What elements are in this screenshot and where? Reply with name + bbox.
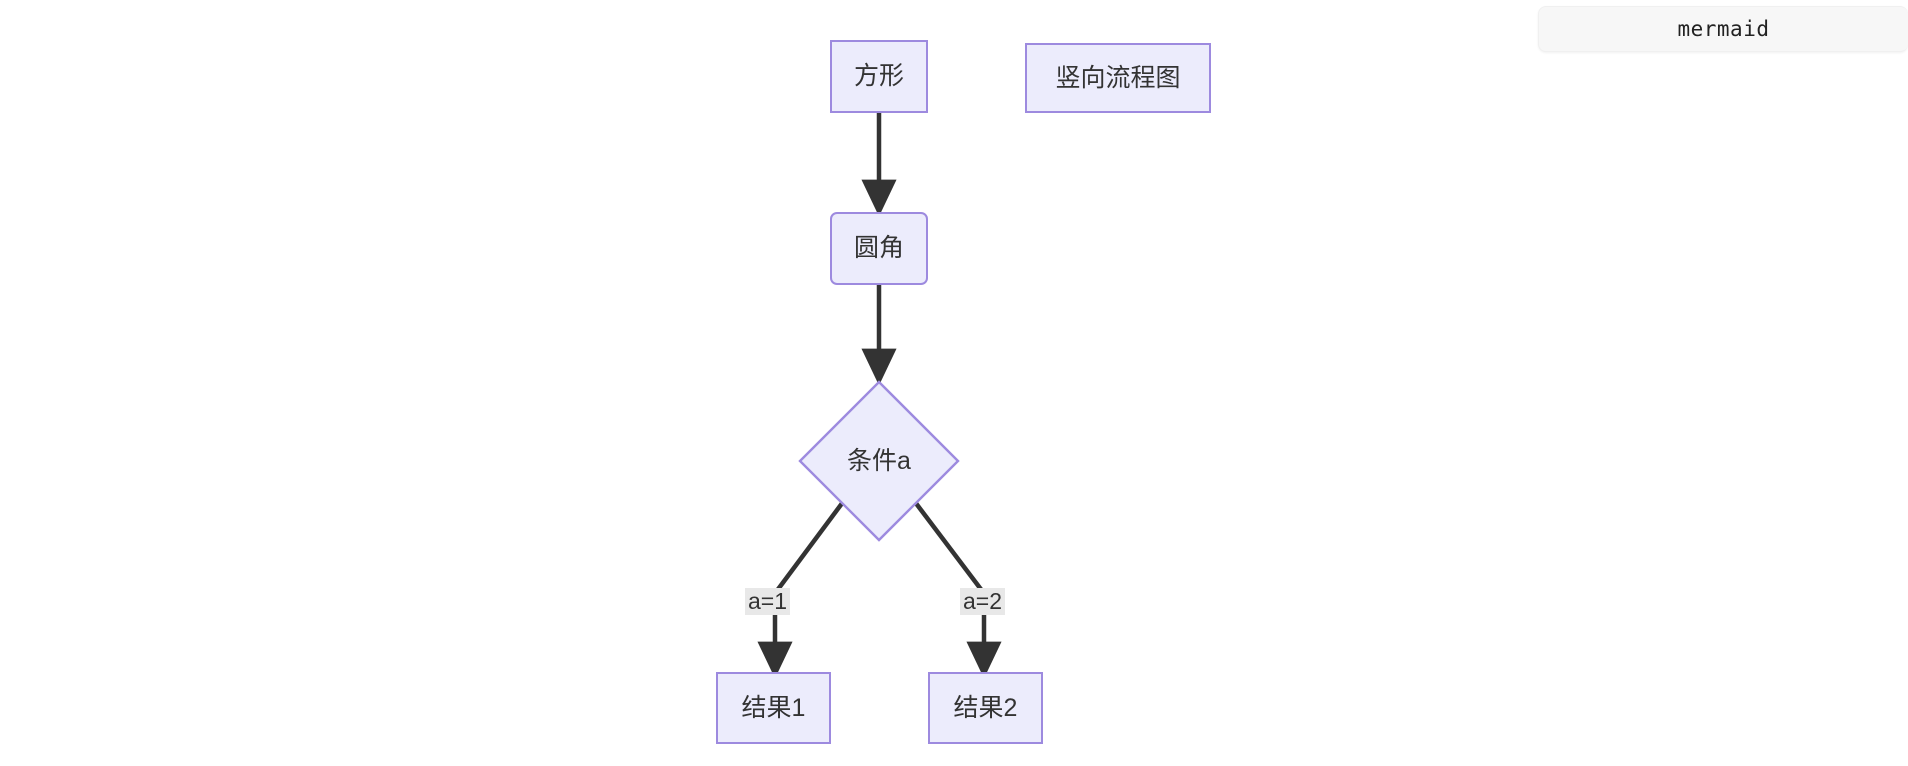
- mermaid-header-chip[interactable]: mermaid: [1538, 6, 1908, 52]
- node-result1[interactable]: 结果1: [716, 672, 831, 744]
- edge-label-a2-text: a=2: [963, 588, 1003, 614]
- edge-label-a1: a=1: [745, 588, 791, 615]
- node-rounded[interactable]: 圆角: [830, 212, 928, 285]
- node-result2-label: 结果2: [953, 693, 1018, 722]
- node-condition-label: 条件a: [847, 446, 911, 475]
- node-square-label: 方形: [853, 62, 904, 90]
- node-result1-label: 结果1: [741, 693, 806, 722]
- edge-condition-to-result1-diagonal: [774, 500, 845, 594]
- node-square[interactable]: 方形: [830, 40, 928, 113]
- edge-condition-to-result2-diagonal: [913, 500, 985, 594]
- mermaid-label: mermaid: [1677, 17, 1770, 41]
- node-title-label: 竖向流程图: [1055, 63, 1181, 92]
- edge-label-a1-text: a=1: [748, 588, 788, 614]
- diamond-shape-icon: [798, 380, 960, 542]
- edge-label-a2: a=2: [960, 588, 1006, 615]
- node-rounded-label: 圆角: [853, 234, 904, 262]
- node-title[interactable]: 竖向流程图: [1025, 43, 1211, 113]
- node-result2[interactable]: 结果2: [928, 672, 1043, 744]
- node-condition[interactable]: 条件a: [798, 380, 960, 542]
